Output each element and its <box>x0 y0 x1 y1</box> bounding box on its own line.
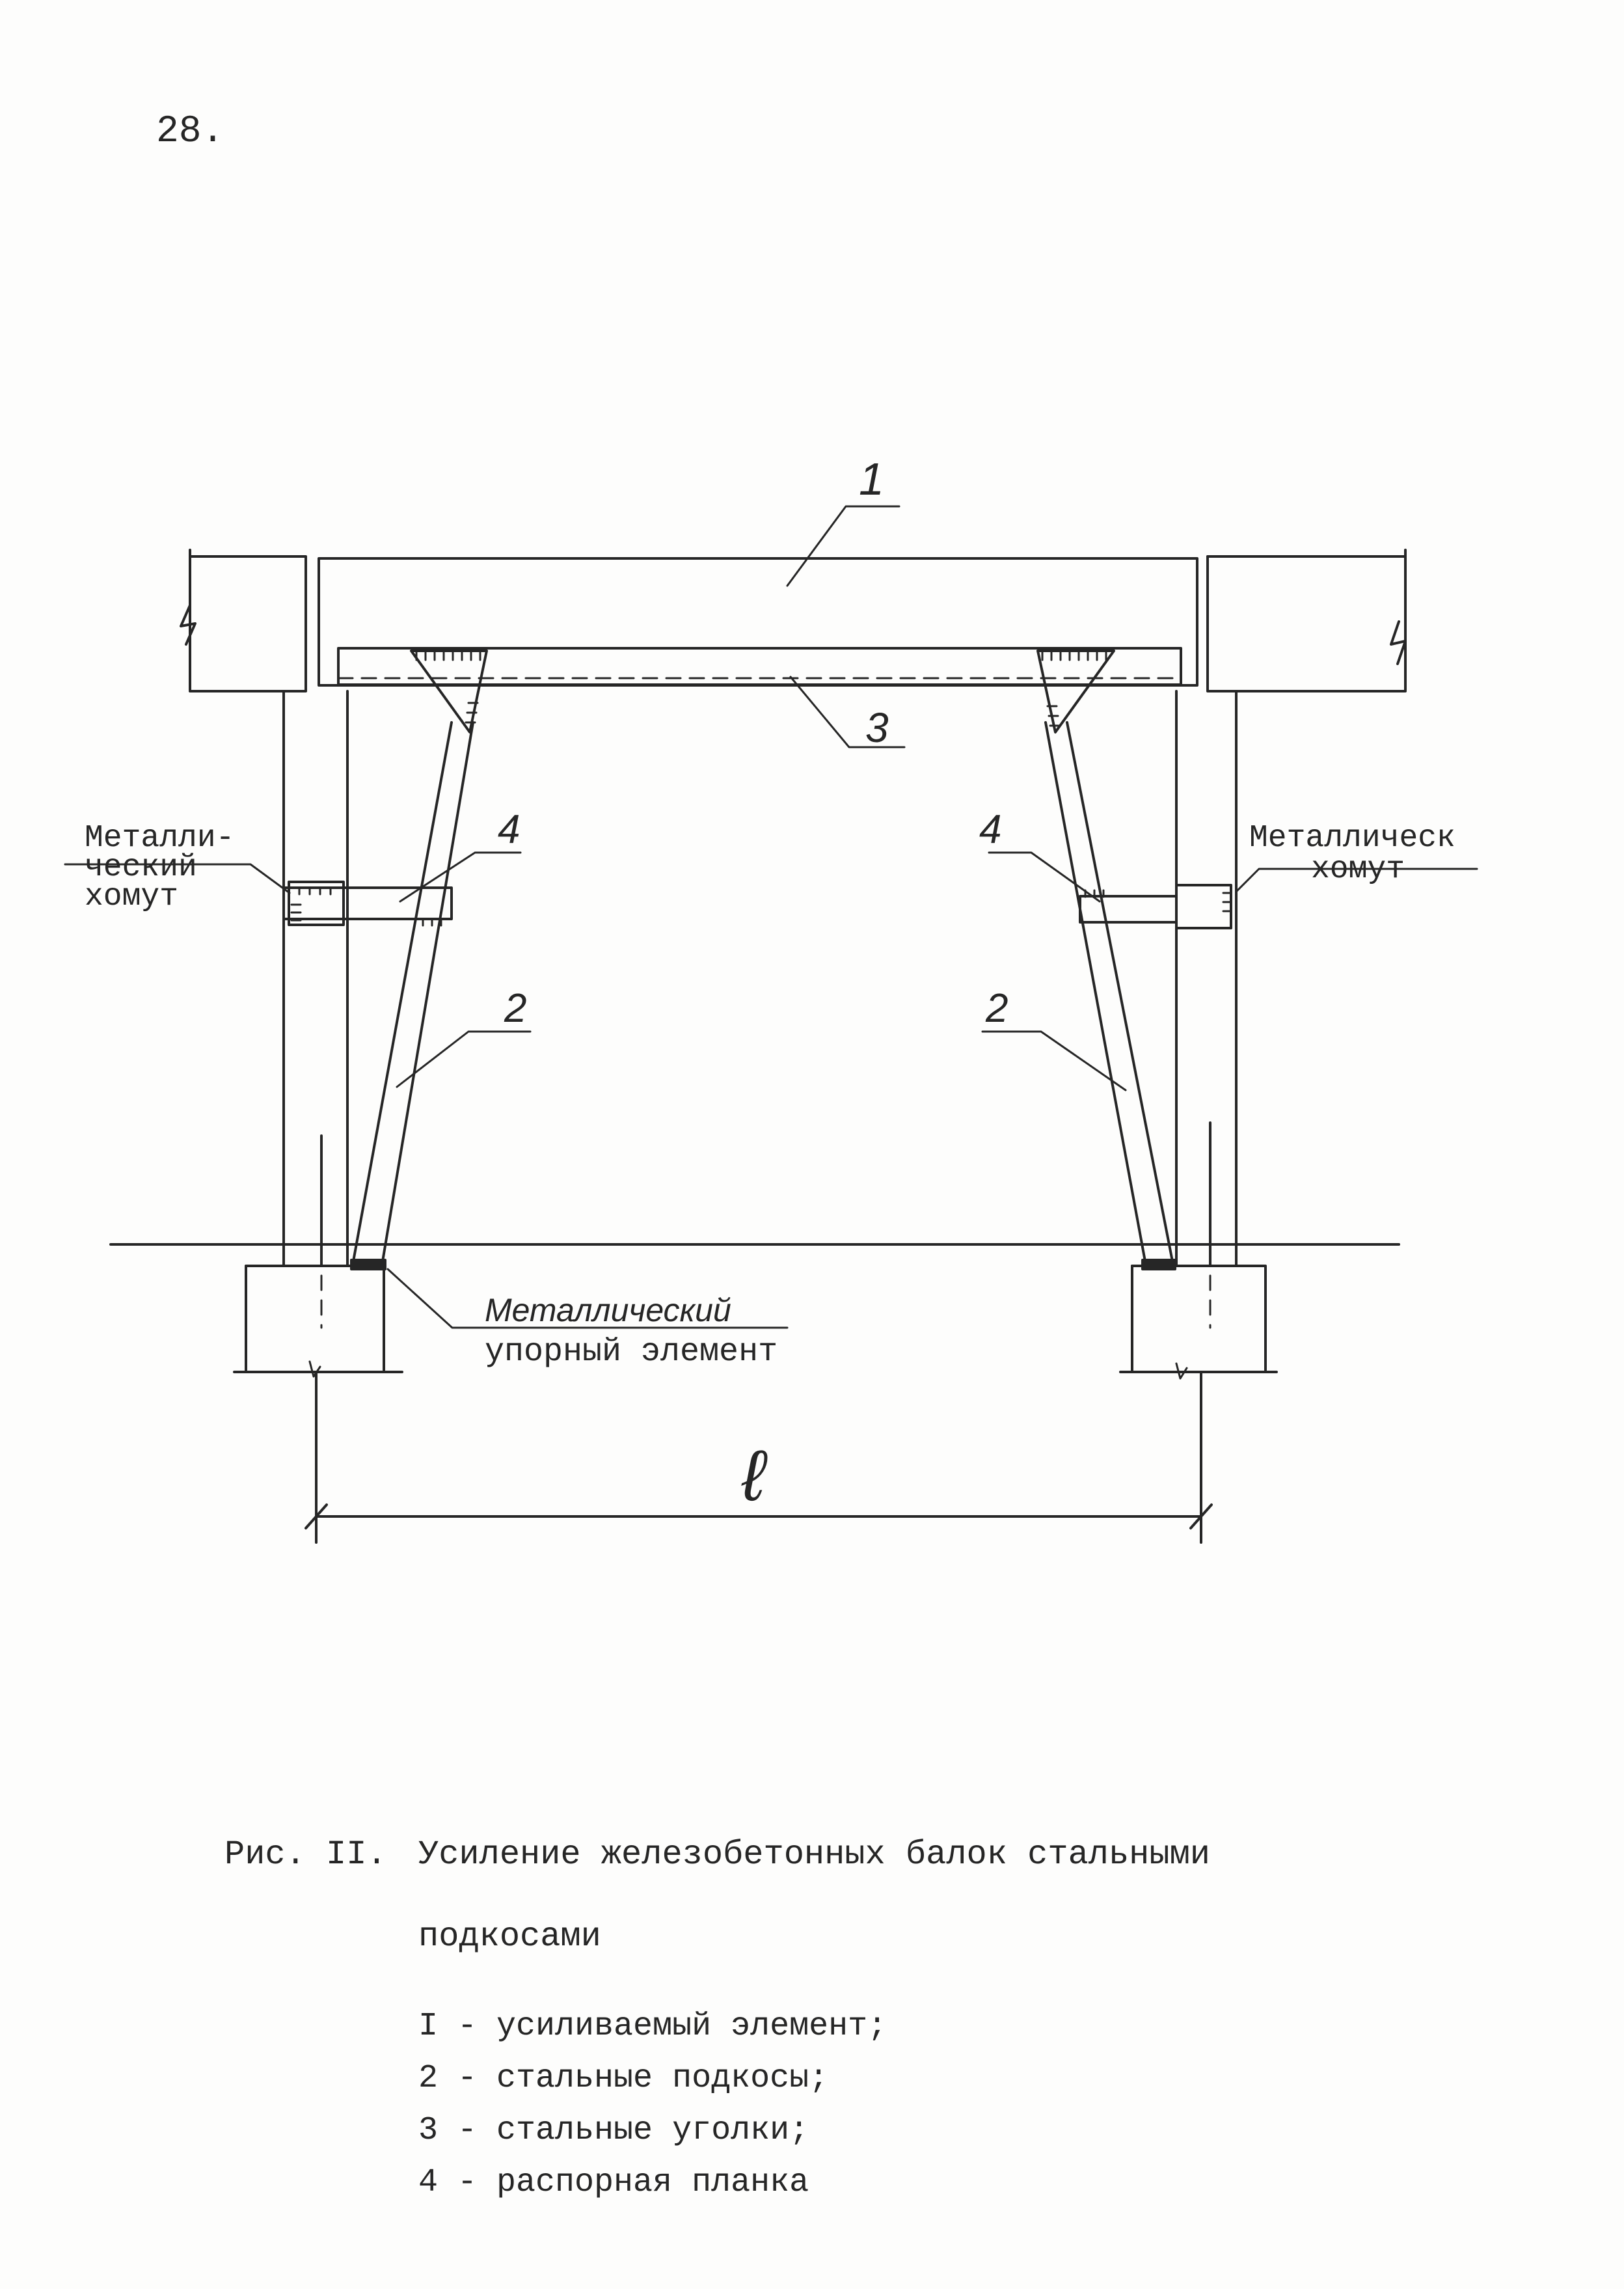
steel-angles <box>337 647 1182 686</box>
callout-strut-left: 2 <box>504 986 526 1031</box>
leader-lines <box>64 505 1478 1329</box>
legend-item: 3 - стальные уголки; <box>418 2112 809 2149</box>
support-element-line-1: Металлический <box>485 1292 731 1328</box>
right-strut <box>1044 721 1174 1263</box>
caption-title-line-1: Усиление железобетонных балок стальными <box>418 1835 1210 1874</box>
support-element-line-2: упорный элемент <box>485 1334 778 1371</box>
caption-label: Рис. II. <box>224 1835 387 1874</box>
callout-spacer-right: 4 <box>979 807 1001 852</box>
legend-item: 4 - распорная планка <box>418 2164 809 2201</box>
strengthened-beam <box>318 557 1198 687</box>
clamp-left-line-1: Металли- <box>85 821 234 856</box>
callout-beam: 1 <box>859 454 884 504</box>
legend-item: 2 - стальные подкосы; <box>418 2060 829 2097</box>
callout-angles: 3 <box>865 704 889 751</box>
left-foundation <box>233 1265 403 1378</box>
page-number: 28. <box>156 111 224 153</box>
right-foundation <box>1119 1265 1278 1380</box>
clamp-right-line-2: хомут <box>1311 852 1405 887</box>
right-support-element <box>1141 1259 1176 1270</box>
clamp-left-line-3: хомут <box>85 879 178 914</box>
clamp-left-line-2: ческий <box>85 850 197 885</box>
left-spacer-plate <box>282 886 453 927</box>
right-adjacent-beam <box>1206 549 1407 692</box>
left-support-element <box>350 1259 386 1270</box>
left-gusset <box>410 650 488 733</box>
clamp-right-line-1: Металлическ <box>1249 821 1455 856</box>
right-clamp <box>1175 884 1232 929</box>
span-dimension <box>304 1371 1213 1544</box>
callout-spacer-left: 4 <box>498 807 520 852</box>
span-label: ℓ <box>741 1436 768 1516</box>
caption-title-line-2: подкосами <box>418 1917 601 1956</box>
callout-strut-right: 2 <box>985 986 1008 1031</box>
left-clamp <box>288 881 345 926</box>
left-column <box>282 690 349 1267</box>
left-adjacent-beam <box>180 549 307 692</box>
right-spacer-plate <box>1079 889 1178 924</box>
right-column <box>1175 690 1238 1267</box>
left-strut <box>352 721 474 1263</box>
right-gusset <box>1036 650 1115 733</box>
legend-item: I - усиливаемый элемент; <box>418 2008 887 2045</box>
